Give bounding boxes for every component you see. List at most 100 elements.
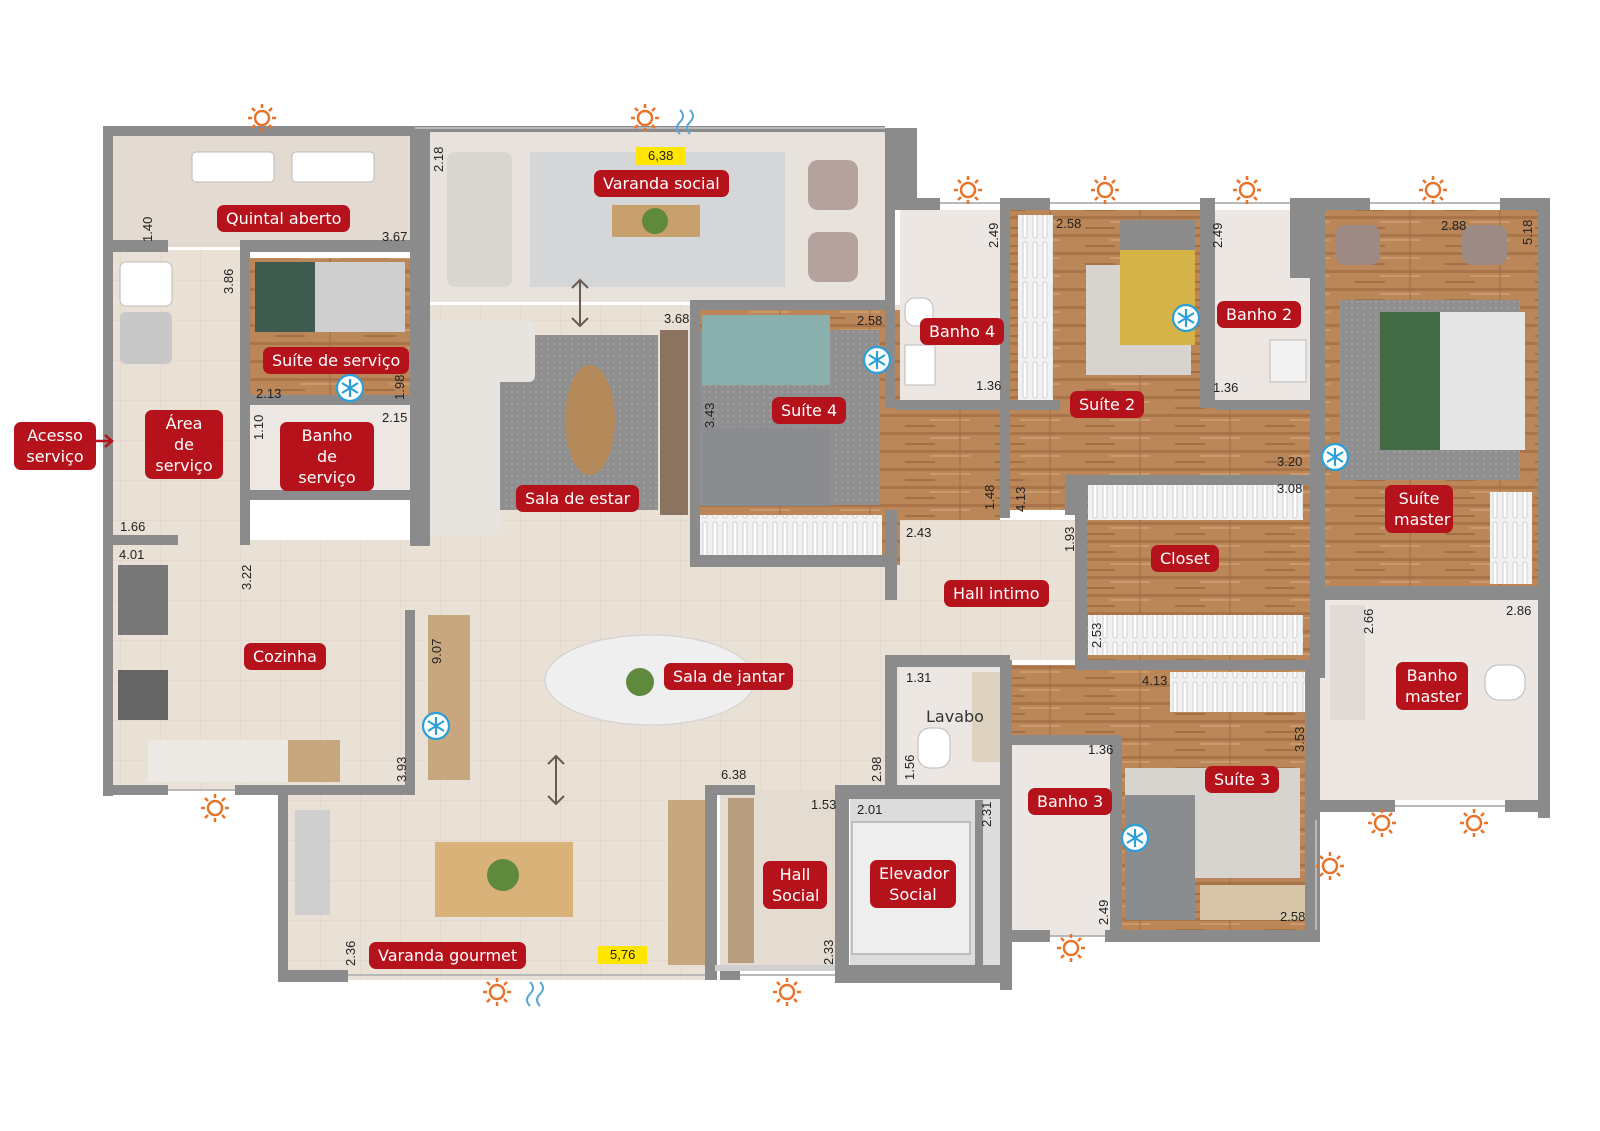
dimension: 1.98: [392, 374, 407, 400]
room-label-banho-4: Banho 4: [920, 318, 1005, 345]
label-line: de serviço: [298, 447, 356, 487]
wall: [278, 970, 348, 982]
wall: [885, 128, 917, 198]
dimension: 3.86: [221, 268, 236, 294]
sink: [904, 344, 936, 386]
hall-panel: [728, 798, 754, 963]
wall: [1215, 400, 1315, 410]
label-line: Social: [889, 885, 937, 904]
snowflake-icon: [335, 373, 365, 403]
dimension: 6.38: [721, 767, 747, 782]
dimension: 2.58: [1280, 909, 1306, 924]
sun-icon: [1419, 176, 1447, 204]
wall: [895, 198, 940, 210]
snowflake-icon: [862, 345, 892, 375]
wall: [1315, 586, 1550, 600]
toilet: [917, 727, 951, 769]
sun-icon: [1091, 176, 1119, 204]
dimension: 1.31: [906, 670, 932, 685]
dimension: 2.18: [431, 146, 446, 172]
wall: [103, 785, 168, 795]
room-label-banho-master: Banho master: [1396, 662, 1468, 710]
bed-headboard: [1120, 220, 1195, 250]
wall: [690, 305, 700, 565]
dimension: 2.98: [869, 756, 884, 782]
wall: [1010, 400, 1060, 410]
plant: [626, 668, 654, 696]
vanity: [1330, 605, 1365, 720]
snowflake-icons: [335, 303, 1350, 853]
wall: [1315, 800, 1395, 812]
plant: [642, 208, 668, 234]
room-label-suite-master: Suíte master: [1385, 485, 1453, 533]
laundry-tank: [291, 151, 375, 183]
wall: [1110, 735, 1122, 940]
sun-icon: [248, 104, 276, 132]
dimension: 2.58: [857, 313, 883, 328]
dimension: 2.49: [986, 222, 1001, 248]
wall: [1105, 930, 1320, 942]
plant: [487, 859, 519, 891]
wall: [885, 655, 897, 785]
sun-icon: [954, 176, 982, 204]
sun-icon: [773, 978, 801, 1006]
label-line: Área de: [165, 414, 203, 454]
wall: [975, 800, 983, 965]
gourmet-counter: [295, 810, 330, 915]
bed: [702, 315, 830, 385]
room-label-elevador-social: Elevador Social: [870, 860, 956, 908]
label-line: master: [1394, 510, 1451, 529]
wall: [705, 785, 755, 795]
dimension: 2.33: [821, 939, 836, 965]
wall: [690, 300, 895, 310]
wall: [835, 785, 1005, 799]
desk: [1200, 885, 1305, 920]
wall: [248, 395, 413, 405]
wall: [240, 240, 415, 252]
room-label-sala-estar: Sala de estar: [516, 485, 640, 512]
label-line: master: [1405, 687, 1462, 706]
dimension: 3.93: [394, 756, 409, 782]
room-label-hall-social: Hall Social: [763, 861, 827, 909]
room-label-suite-4: Suíte 4: [772, 397, 847, 424]
armchair: [1335, 225, 1380, 265]
wall: [1505, 800, 1550, 812]
wall: [715, 965, 835, 971]
washer: [120, 312, 172, 364]
wall: [1005, 735, 1115, 745]
dimension: 3.22: [239, 564, 254, 590]
room-label-sala-jantar: Sala de jantar: [664, 663, 794, 690]
dimension: 3.20: [1277, 454, 1303, 469]
coffee-table: [565, 365, 615, 475]
sun-icon: [1460, 809, 1488, 837]
room-label-varanda-gourmet: Varanda gourmet: [369, 942, 527, 969]
wall: [705, 785, 717, 980]
wall: [113, 535, 178, 545]
dimension: 2.31: [979, 801, 994, 827]
wardrobe: [1490, 492, 1532, 584]
sun-icons: [201, 104, 1488, 1006]
label-line: Elevador: [879, 864, 950, 883]
room-label-banho-2: Banho 2: [1217, 301, 1302, 328]
dimension: 1.93: [1062, 526, 1077, 552]
label-line: Acesso: [27, 426, 83, 445]
dimension: 2.53: [1089, 622, 1104, 648]
laundry-tank: [191, 151, 275, 183]
label-line: serviço: [155, 456, 213, 475]
room-label-suite-servico: Suíte de serviço: [263, 347, 410, 374]
wind-icon: [676, 109, 694, 135]
snowflake-icon: [1120, 823, 1150, 853]
wall: [1538, 198, 1550, 818]
toilet: [1484, 664, 1526, 701]
wall: [278, 795, 288, 980]
armchair: [808, 160, 858, 210]
wall: [410, 126, 430, 546]
room-label-varanda-social: Varanda social: [594, 170, 729, 197]
dimension: 3.08: [1277, 481, 1303, 496]
tv-panel: [660, 330, 688, 515]
floor-banho3: [1010, 740, 1120, 935]
double-arrow-icon: [571, 278, 589, 328]
dimension: 3.53: [1292, 726, 1307, 752]
wall: [1075, 475, 1315, 485]
sun-icon: [1316, 852, 1344, 880]
